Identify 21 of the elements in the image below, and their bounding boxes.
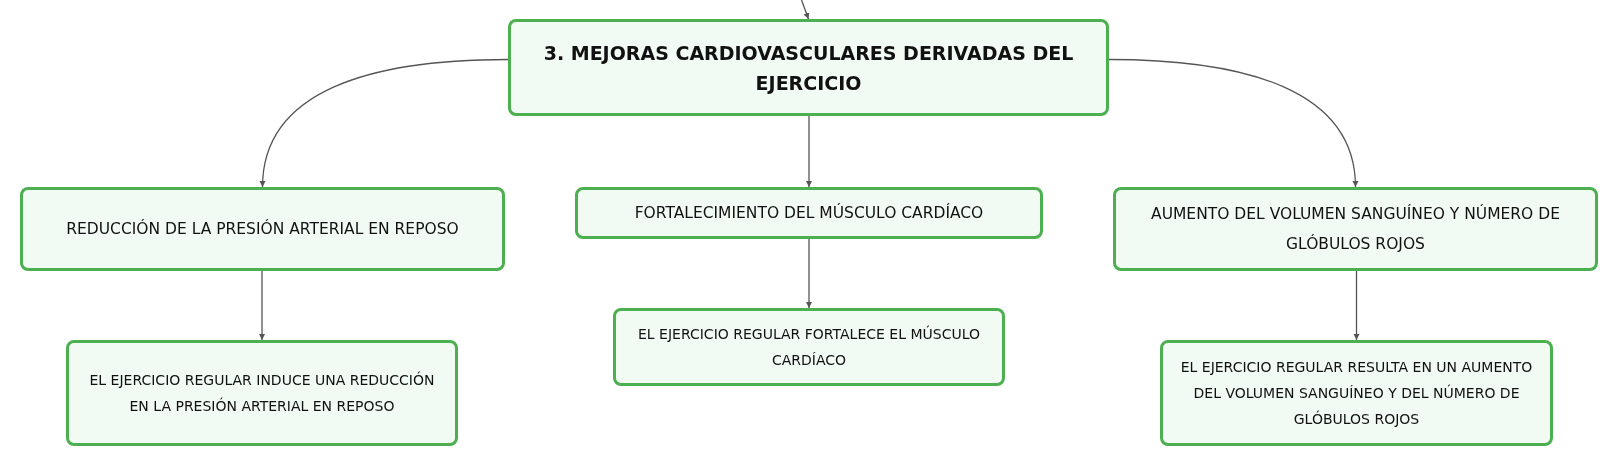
connector-arrow — [1108, 58, 1358, 188]
subtopic-box — [1113, 187, 1598, 271]
subtopic-box — [20, 187, 505, 271]
connector-arrow — [1353, 270, 1360, 341]
node-text: REDUCCIÓN DE LA PRESIÓN ARTERIAL EN REPOSO — [66, 218, 459, 240]
node-text: EL EJERCICIO REGULAR FORTALECE EL MÚSCULO CARDÍACO — [637, 324, 981, 370]
node-text: EL EJERCICIO REGULAR RESULTA EN UN AUMENTO DEL VOLUMEN SANGUÍNEO Y DEL NÚMERO DE GLÓBULOS ROJOS — [1179, 358, 1534, 429]
topic-title: 3. MEJORAS CARDIOVASCULARES DERIVADAS DEL EJERCICIO — [542, 40, 1075, 96]
connector-arrow — [259, 270, 265, 341]
connector-arrow — [806, 115, 812, 188]
topic-box — [508, 19, 1109, 116]
node-text: AUMENTO DEL VOLUMEN SANGUÍNEO Y NÚMERO DE GLÓBULOS ROJOS — [1150, 203, 1561, 255]
node-text: FORTALECIMIENTO DEL MÚSCULO CARDÍACO — [634, 202, 984, 224]
detail-box — [613, 308, 1005, 386]
connector-arrow — [800, 0, 810, 20]
detail-box — [1160, 340, 1553, 446]
node-text: EL EJERCICIO REGULAR INDUCE UNA REDUCCIÓN EN LA PRESIÓN ARTERIAL EN REPOSO — [88, 370, 436, 416]
detail-box — [66, 340, 458, 446]
connector-arrow — [260, 58, 509, 188]
subtopic-box — [575, 187, 1043, 239]
connector-arrow — [806, 238, 812, 309]
